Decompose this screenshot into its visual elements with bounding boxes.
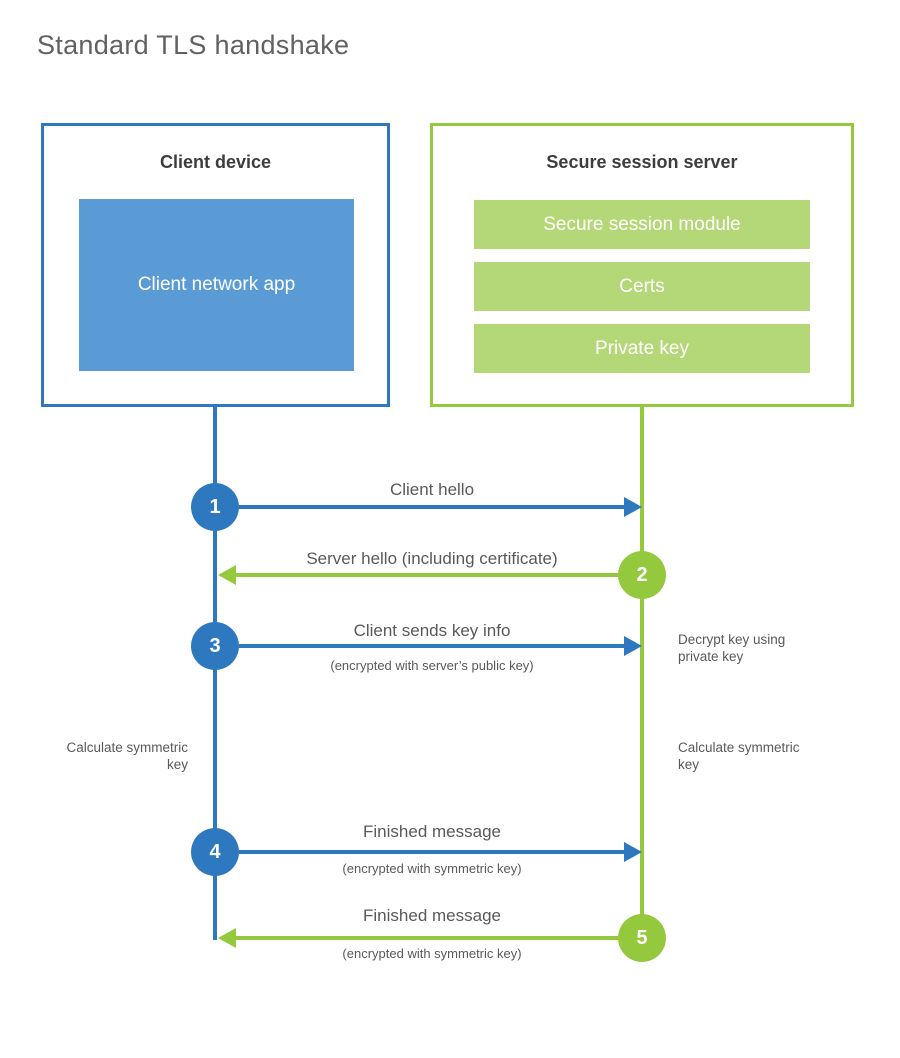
secure-session-server-box: Secure session server Secure session mod…	[430, 123, 854, 407]
private-key-label: Private key	[595, 337, 689, 359]
client-network-app-box: Client network app	[79, 199, 354, 371]
step-4-arrow-right-icon	[239, 842, 642, 862]
calculate-symmetric-key-note-server: Calculate symmetric key	[678, 740, 800, 772]
server-lifeline	[640, 407, 644, 940]
step-2-label: Server hello (including certificate)	[306, 549, 558, 568]
step-1-arrow-right-icon	[239, 497, 642, 517]
step-1-label: Client hello	[389, 480, 475, 499]
step-5-circle: 5	[618, 914, 666, 962]
step-4-sublabel: (encrypted with symmetric key)	[342, 861, 522, 876]
client-network-app-label: Client network app	[137, 274, 296, 296]
step-3-sublabel: (encrypted with server’s public key)	[330, 658, 534, 673]
step-1-circle: 1	[191, 483, 239, 531]
certs-label: Certs	[619, 275, 665, 297]
step-2-circle: 2	[618, 551, 666, 599]
calculate-symmetric-key-note-client: Calculate symmetric key	[66, 740, 188, 772]
server-module-bar: Certs	[474, 262, 810, 311]
secure-session-server-title: Secure session server	[546, 152, 738, 172]
step-5-label: Finished message	[363, 906, 501, 925]
step-3-label: Client sends key info	[353, 621, 511, 640]
client-device-box: Client device Client network app	[41, 123, 390, 407]
step-4-circle: 4	[191, 828, 239, 876]
client-device-title: Client device	[159, 152, 272, 172]
step-5-sublabel: (encrypted with symmetric key)	[342, 946, 522, 961]
page-title: Standard TLS handshake	[37, 30, 350, 60]
step-5-arrow-left-icon	[218, 928, 618, 948]
server-module-bar: Private key	[474, 324, 810, 373]
server-module-bar: Secure session module	[474, 200, 810, 249]
decrypt-key-note: Decrypt key using private key	[678, 632, 786, 664]
step-3-arrow-right-icon	[239, 636, 642, 656]
secure-session-module-label: Secure session module	[543, 213, 741, 235]
client-lifeline	[213, 407, 217, 940]
step-3-circle: 3	[191, 622, 239, 670]
step-2-arrow-left-icon	[218, 565, 618, 585]
step-4-label: Finished message	[363, 822, 501, 841]
